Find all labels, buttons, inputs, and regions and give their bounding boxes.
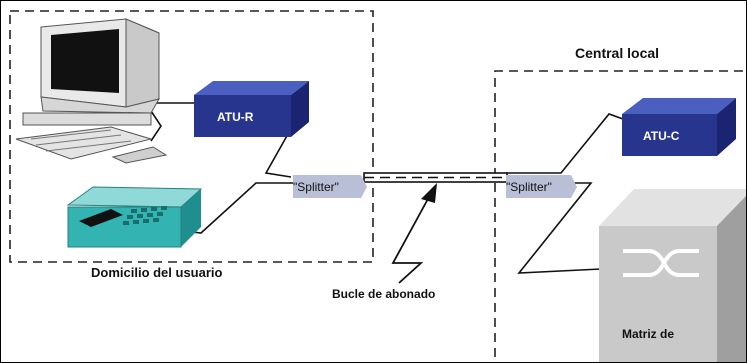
telephone-icon bbox=[66, 186, 203, 248]
central-region bbox=[494, 70, 743, 362]
atu-r-label: ATU-R bbox=[217, 110, 254, 124]
switch-matrix-cube bbox=[599, 189, 746, 362]
splitter-right-label: "Splitter" bbox=[506, 180, 552, 194]
switch-matrix-label: Matriz de bbox=[622, 327, 675, 341]
home-region bbox=[9, 10, 374, 263]
subscriber-loop bbox=[363, 172, 508, 183]
wire-pc-keyboard bbox=[150, 110, 162, 142]
atu-c-label: ATU-C bbox=[643, 129, 680, 143]
wire-splitter-matrix bbox=[517, 182, 602, 274]
atu-r-box bbox=[194, 81, 309, 137]
loop-pointer bbox=[391, 183, 437, 284]
home-region-title: Domicilio del usuario bbox=[91, 265, 223, 280]
subscriber-loop-label: Bucle de abonado bbox=[332, 287, 436, 301]
splitter-right-shape bbox=[506, 175, 577, 198]
computer-icon bbox=[15, 18, 168, 164]
splitter-left-label: "Splitter" bbox=[293, 180, 339, 194]
central-region-title: Central local bbox=[575, 45, 660, 61]
wire-splitter-atuc bbox=[506, 113, 624, 174]
splitter-left-shape bbox=[293, 175, 367, 198]
atu-c-box bbox=[622, 98, 736, 156]
